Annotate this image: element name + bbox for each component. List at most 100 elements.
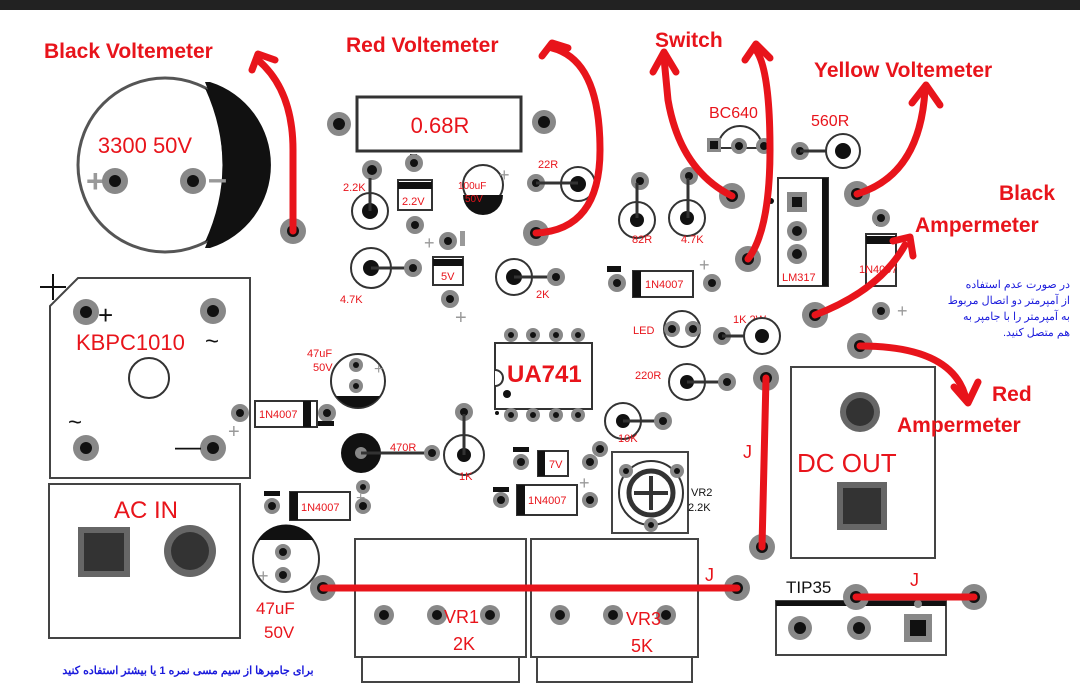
label-switch: Switch (655, 29, 723, 52)
ammeter-note-line-3: به آمپرمتر را با جامپر به (963, 310, 1070, 323)
arrow-icon (908, 81, 944, 109)
r82-label: 82R (632, 234, 652, 246)
top-bar (0, 0, 1080, 10)
bridge-kbpc1010: + KBPC1010 ~ ~ — (40, 274, 251, 479)
potentiometer-vr3: VR3 5K (530, 538, 699, 683)
kbpc-label: KBPC1010 (76, 330, 185, 355)
resistor-10k: 10K (604, 402, 672, 445)
label-yellow-voltmeter: Yellow Voltemeter (814, 59, 992, 82)
r22k-label: 2.2K (343, 182, 366, 194)
r2k-label: 2K (536, 289, 550, 301)
tip35-label: TIP35 (786, 578, 831, 597)
wire-red-voltmeter (532, 44, 604, 237)
wire-black-ampermeter (811, 241, 909, 319)
c47uf-a-label: 47uF (307, 348, 332, 360)
arrow-icon (248, 50, 279, 74)
c47uf-d-label: 50V (264, 623, 295, 642)
diode-1n4007-middle: 1N4007 + (607, 255, 721, 298)
label-black-ampermeter-2: Ampermeter (915, 214, 1039, 237)
plus-icon: + (374, 361, 383, 378)
label-red-ampermeter-1: Red (992, 383, 1032, 406)
regulator-lm317: LM317 (768, 177, 870, 287)
plus-icon: + (98, 300, 113, 330)
ammeter-note-line-4: .هم متصل کنید (1003, 327, 1070, 339)
plus-icon: + (499, 165, 510, 185)
arrow-icon (950, 378, 982, 407)
vr2-b-label: 2.2K (688, 502, 711, 514)
components-led-area: LED 1K 2W 220R (633, 310, 781, 401)
label-black-ampermeter-1: Black (999, 182, 1055, 205)
r10k-label: 10K (618, 433, 638, 445)
ac-in-label: AC IN (114, 497, 178, 524)
ammeter-note-line-1: در صورت عدم استفاده (966, 279, 1070, 291)
plus-icon: + (424, 233, 435, 253)
label-red-ampermeter-2: Ampermeter (897, 414, 1021, 437)
z22v-label: 2.2V (402, 196, 425, 208)
d1n4007-d-label: 1N4007 (301, 502, 340, 514)
connector-ac-in: AC IN (48, 483, 241, 639)
cap-3300-label: 3300 50V (98, 133, 193, 158)
r47k-b-label: 4.7K (340, 294, 363, 306)
red-wires (254, 44, 978, 601)
res-068-label: 0.68R (411, 113, 470, 138)
c47uf-c-label: 47uF (256, 599, 295, 618)
components-470r-1k: 470R + 1K (341, 403, 485, 507)
r470-label: 470R (390, 442, 416, 454)
r1k-label: 1K (459, 471, 473, 483)
diode-7v-and-1n4007: 7V 1N4007 + (493, 441, 608, 516)
capacitor-3300uf: 3300 50V + – (76, 76, 271, 254)
arrow-icon (538, 39, 572, 60)
ua741-label: UA741 (507, 361, 582, 388)
vr1-a-label: VR1 (444, 607, 479, 627)
plus-icon: + (258, 566, 269, 586)
d1n4007-a-label: 1N4007 (645, 279, 684, 291)
components-left-mid: + 5V + 4.7K 2K (340, 231, 565, 329)
ammeter-note-line-2: از آمپرمتر دو اتصال مربوط (948, 294, 1070, 307)
vr1-b-label: 2K (453, 634, 475, 654)
led-label: LED (633, 325, 654, 337)
arrow-heads (248, 39, 982, 407)
plus-icon: + (699, 255, 710, 275)
ac-tilde-icon: ~ (205, 328, 219, 355)
ic-ua741: UA741 (494, 328, 593, 422)
transistor-tip35: TIP35 (775, 578, 987, 656)
potentiometer-vr1: VR1 2K (354, 538, 527, 683)
jumper-label-3: J (910, 570, 919, 590)
jumper-note: برای جامپرها از سیم مسی نمره 1 یا بیشتر … (62, 665, 313, 677)
bc640-label: BC640 (709, 105, 758, 122)
wire-red-ampermeter (856, 342, 969, 399)
arrow-icon (889, 233, 917, 260)
wire-switch-left (660, 54, 736, 200)
vr3-a-label: VR3 (626, 609, 661, 629)
lm317-label: LM317 (782, 272, 816, 284)
capacitor-47uf-bottom: + 47uF 50V (252, 524, 320, 642)
resistor-068r: 0.68R (327, 95, 556, 153)
jumper-label-1: J (743, 442, 752, 462)
c100uf-b-label: 50V (465, 194, 483, 205)
arrow-icon (741, 40, 774, 64)
vr2-a-label: VR2 (691, 487, 712, 499)
r22-label: 22R (538, 159, 558, 171)
c100uf-a-label: 100uF (458, 181, 486, 192)
connector-dc-out: DC OUT (790, 366, 936, 559)
diode-1n4007-lower-left: 1N4007 (264, 491, 371, 521)
d1n4007-b-label: 1N4007 (259, 409, 298, 421)
z7v-label: 7V (549, 459, 563, 471)
dc-out-label: DC OUT (797, 448, 897, 478)
ac-tilde-icon: ~ (68, 409, 82, 436)
plus-icon: + (579, 473, 590, 493)
diode-1n4007-left: + 1N4007 (228, 400, 336, 443)
jumper-wire-vertical (758, 374, 770, 551)
label-red-voltmeter: Red Voltemeter (346, 34, 499, 57)
wire-yellow-voltmeter (853, 86, 929, 198)
r560-label: 560R (811, 113, 849, 130)
trimmer-vr2: VR2 2.2K (611, 451, 712, 534)
r47k-a-label: 4.7K (681, 234, 704, 246)
vr3-b-label: 5K (631, 636, 653, 656)
minus-icon: – (208, 160, 227, 198)
capacitor-47uf-middle: 47uF 50V + (307, 348, 386, 409)
wire-switch-right (744, 46, 774, 263)
ammeter-note: در صورت عدم استفاده از آمپرمتر دو اتصال … (948, 279, 1071, 339)
pcb-layout-diagram: 3300 50V + – 0.68R 2.2K 2.2V 100uF 50V +… (40, 29, 1071, 683)
c47uf-b-label: 50V (313, 362, 333, 374)
